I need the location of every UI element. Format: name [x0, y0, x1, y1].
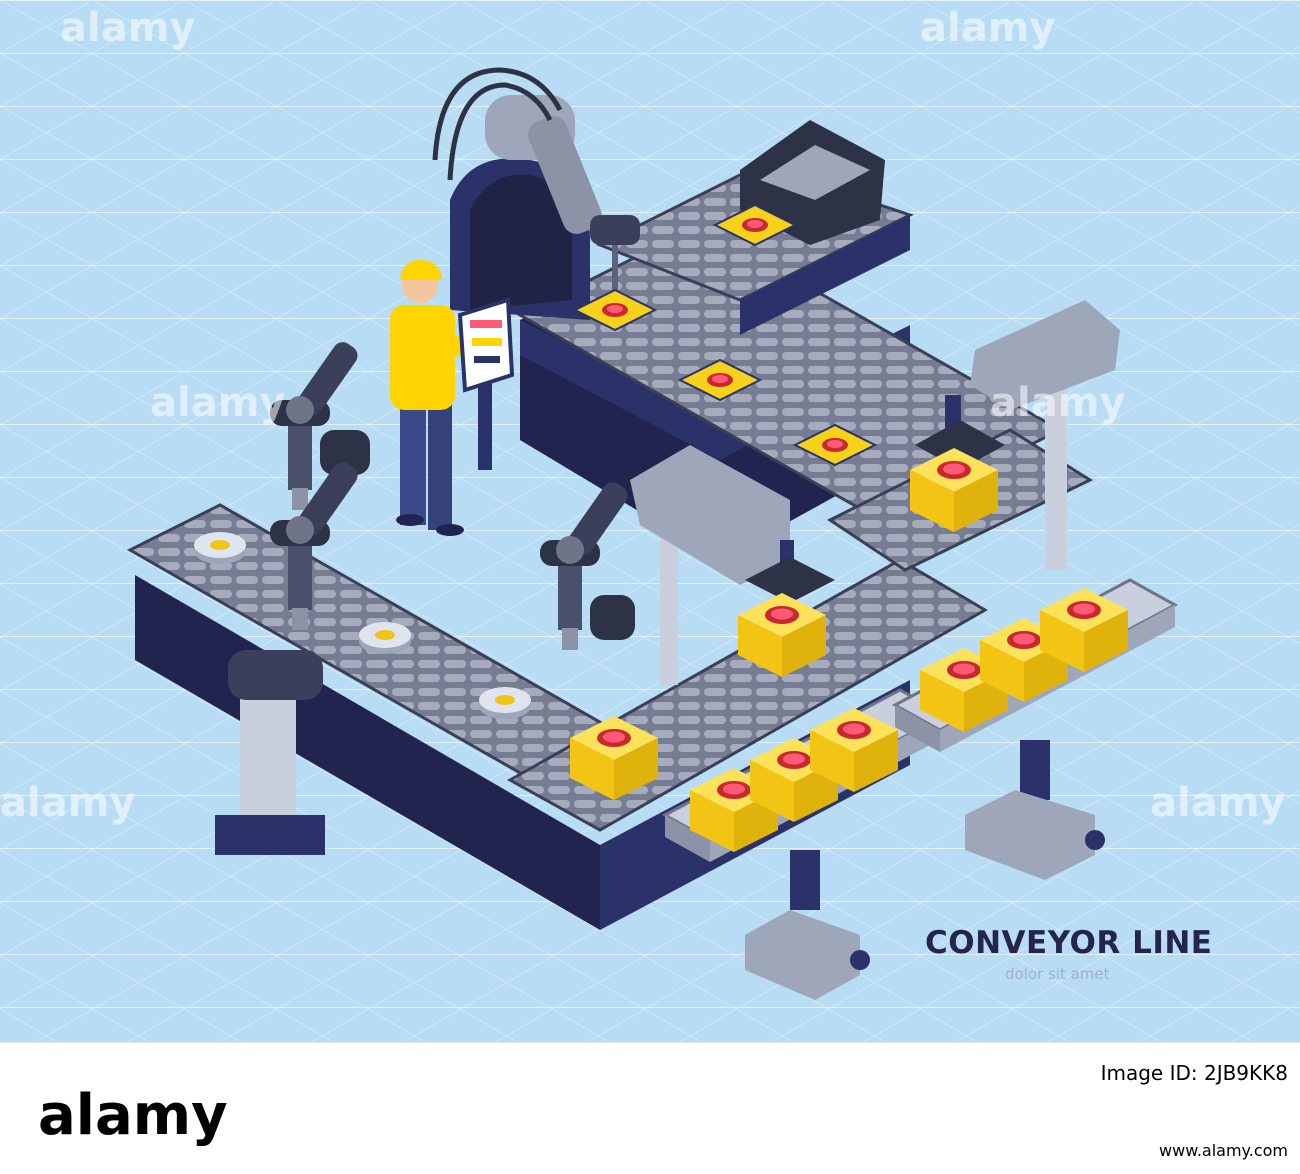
scene-subtitle: dolor sit amet	[1005, 965, 1110, 983]
robot-arm-icon	[215, 458, 411, 855]
site-url: www.alamy.com	[1159, 1141, 1288, 1160]
scene-title: CONVEYOR LINE	[925, 925, 1213, 961]
robot-arm-icon	[910, 300, 1120, 570]
robot-arm-icon	[479, 478, 635, 719]
image-id: Image ID: 2JB9KK8	[1100, 1061, 1288, 1085]
packaging-box-icon	[891, 578, 1179, 880]
scanner-icon	[740, 120, 885, 245]
robot-arm-icon	[630, 445, 835, 685]
watermark: alamy	[60, 5, 196, 51]
stock-footer: alamy Image ID: 2JB9KK8 www.alamy.com	[0, 1042, 1300, 1174]
watermark: alamy	[0, 780, 136, 826]
watermark: alamy	[990, 380, 1126, 426]
conveyor-scene: alamy alamy alamy alamy alamy alamy CONV…	[0, 0, 1300, 1042]
watermark: alamy	[920, 5, 1056, 51]
watermark: alamy	[1150, 780, 1286, 826]
worker-figure-icon	[390, 260, 476, 536]
scene-illustration	[0, 0, 1300, 1042]
title-block: CONVEYOR LINE dolor sit amet	[925, 925, 1212, 983]
brand-logo: alamy	[38, 1083, 228, 1148]
watermark: alamy	[150, 380, 286, 426]
robot-arm-icon	[432, 67, 640, 320]
robot-arm-icon	[194, 338, 370, 564]
tablet-icon	[457, 297, 515, 470]
